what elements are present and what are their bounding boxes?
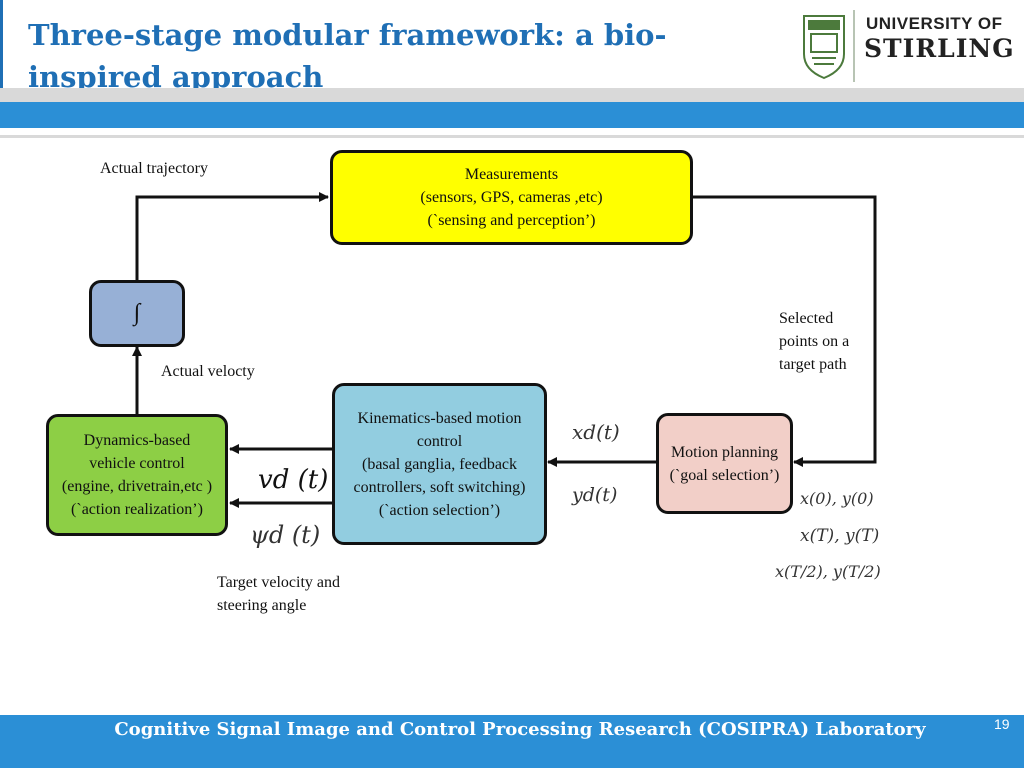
math-x0-y0: x(0), y(0) [800, 489, 874, 508]
measurements-line-3: (`sensing and perception’) [427, 212, 596, 229]
math-xd-t: xd(t) [572, 420, 620, 444]
motion-planning-line-2: (`goal selection’) [669, 466, 780, 484]
dynamics-line-4: (`action realization’) [71, 501, 203, 518]
selected-points-line-1: Selected [779, 310, 834, 327]
selected-points-line-3: target path [779, 356, 847, 373]
math-xT-yT: x(T), y(T) [800, 526, 880, 546]
dynamics-control-box: Dynamics-based vehicle control (engine, … [46, 414, 228, 536]
title-accent-rule [0, 0, 3, 92]
header-band-blue [0, 102, 1024, 128]
math-xT2-yT2: x(T/2), y(T/2) [775, 562, 881, 581]
kinematics-line-4: controllers, soft switching) [353, 478, 526, 496]
footer-lab-name: Cognitive Signal Image and Control Proce… [114, 719, 926, 740]
header-band-thin [0, 135, 1024, 138]
math-psid-t: ψd (t) [250, 521, 321, 549]
label-selected-points: Selected points on a target path [779, 307, 849, 376]
kinematics-line-5: (`action selection’) [378, 501, 501, 519]
selected-points-line-2: points on a [779, 333, 850, 350]
dynamics-line-3: (engine, drivetrain,etc ) [61, 478, 213, 495]
page-number: 19 [994, 716, 1010, 732]
integrator-box: ∫ [89, 280, 185, 347]
label-target-velocity: Target velocity and steering angle [217, 571, 340, 617]
kinematics-line-1: Kinematics-based motion [357, 409, 522, 427]
header-band-grey [0, 88, 1024, 102]
target-velocity-line-2: steering angle [217, 597, 307, 614]
label-actual-trajectory: Actual trajectory [100, 160, 208, 177]
integral-symbol: ∫ [133, 300, 141, 326]
motion-planning-box: Motion planning (`goal selection’) [656, 413, 793, 514]
logo-divider [853, 10, 855, 82]
arrow-trajectory-to-measurements [135, 192, 329, 281]
target-velocity-line-1: Target velocity and [217, 574, 340, 591]
footer-band [0, 715, 1024, 768]
math-yd-t: yd(t) [572, 484, 618, 506]
university-crest-icon [803, 15, 845, 80]
arrow-measurements-to-planning [692, 195, 877, 467]
kinematics-control-box: Kinematics-based motion control (basal g… [332, 383, 547, 545]
measurements-box: Measurements (sensors, GPS, cameras ,etc… [330, 150, 693, 245]
dynamics-line-1: Dynamics-based [83, 432, 191, 449]
motion-planning-line-1: Motion planning [670, 443, 779, 461]
math-vd-t: vd (t) [258, 465, 329, 495]
measurements-line-2: (sensors, GPS, cameras ,etc) [420, 189, 603, 206]
kinematics-line-2: control [416, 432, 463, 450]
logo-stirling: STIRLING [864, 34, 1015, 63]
dynamics-line-2: vehicle control [89, 455, 185, 472]
logo-university-of: UNIVERSITY OF [866, 14, 1003, 33]
label-actual-velocity: Actual velocty [161, 363, 255, 380]
measurements-line-1: Measurements [464, 166, 559, 183]
kinematics-line-3: (basal ganglia, feedback [361, 455, 518, 473]
